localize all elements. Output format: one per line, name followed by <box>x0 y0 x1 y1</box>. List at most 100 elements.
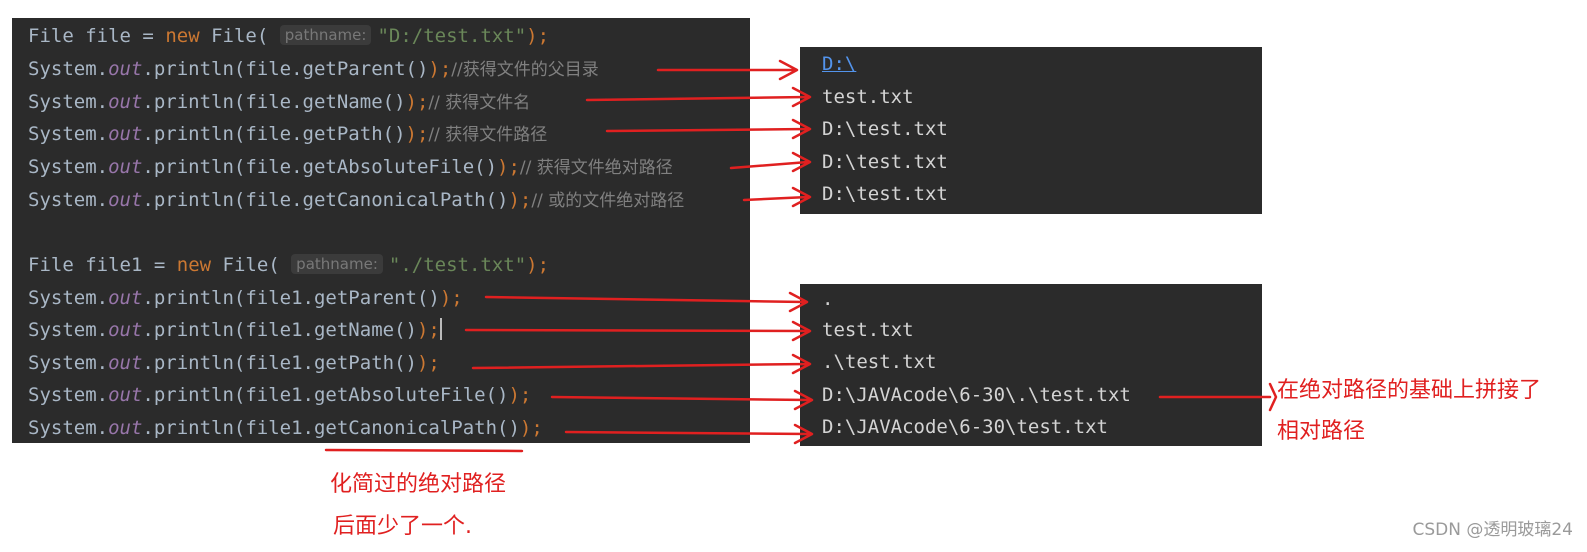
code-comment: // 获得文件绝对路径 <box>519 158 673 178</box>
out-field: out <box>108 91 143 113</box>
method-call: file1.getName() <box>245 319 417 341</box>
constructor-call: File( <box>199 25 269 47</box>
output-line-path: D:\test.txt <box>822 118 948 140</box>
output-line-absolute: D:\test.txt <box>822 151 948 173</box>
output-line-absolute: D:\JAVAcode\6-30\.\test.txt <box>822 384 1131 406</box>
statement-end: ); <box>508 189 532 211</box>
variable-name: file <box>85 25 131 47</box>
println-call: .println( <box>142 384 246 406</box>
code-comment: //获得文件的父目录 <box>451 60 599 80</box>
output-line-canonical: D:\test.txt <box>822 183 948 205</box>
system-class: System. <box>28 156 109 178</box>
type-name: File <box>28 254 74 276</box>
output-line-path: .\test.txt <box>822 351 937 373</box>
code-line-file1-getpath: System.out.println(file1.getPath()); <box>28 351 440 375</box>
statement-end: ); <box>526 25 550 47</box>
out-field: out <box>108 384 143 406</box>
out-field: out <box>108 123 143 145</box>
method-call: file.getName() <box>245 91 406 113</box>
output-line-parent: . <box>822 288 834 310</box>
output-line-canonical: D:\JAVAcode\6-30\test.txt <box>822 416 1108 438</box>
arrow-getpath <box>605 118 812 140</box>
statement-end: ); <box>497 156 520 178</box>
annotation-absolute-line2: 相对路径 <box>1277 419 1366 444</box>
system-class: System. <box>28 91 109 113</box>
type-name: File <box>28 25 74 47</box>
out-field: out <box>108 156 143 178</box>
system-class: System. <box>28 189 109 211</box>
code-line-getname: System.out.println(file.getName());// 获得… <box>28 90 530 115</box>
code-line-file1-getname: System.out.println(file1.getName()); <box>28 318 442 342</box>
assign-op: = <box>130 25 166 47</box>
arrow-file1-getparent <box>484 291 809 313</box>
string-literal: "D:/test.txt" <box>377 25 527 47</box>
println-call: .println( <box>142 189 246 211</box>
statement-end: ); <box>416 352 440 374</box>
method-call: file1.getParent() <box>245 287 440 309</box>
statement-end: ); <box>405 123 429 145</box>
method-call: file.getAbsoluteFile() <box>245 156 498 178</box>
system-class: System. <box>28 319 109 341</box>
println-call: .println( <box>142 417 246 439</box>
statement-end: ); <box>428 58 452 80</box>
arrow-getcanonicalpath <box>742 186 812 208</box>
system-class: System. <box>28 58 109 80</box>
code-line-getcanonicalpath: System.out.println(file.getCanonicalPath… <box>28 188 684 213</box>
annotation-canonical-line1: 化简过的绝对路径 <box>330 472 507 497</box>
arrow-file1-getcanonicalpath <box>564 423 814 445</box>
code-line-file1-getparent: System.out.println(file1.getParent()); <box>28 286 463 310</box>
system-class: System. <box>28 352 109 374</box>
code-editor-panel: File file = new File( pathname:"D:/test.… <box>12 18 750 443</box>
arrow-getabsolutefile <box>729 151 812 173</box>
println-call: .println( <box>142 58 246 80</box>
system-class: System. <box>28 123 109 145</box>
method-call: file.getPath() <box>245 123 406 145</box>
code-line-getparent: System.out.println(file.getParent());//获… <box>28 57 599 82</box>
out-field: out <box>108 319 143 341</box>
println-call: .println( <box>142 123 246 145</box>
annotation-absolute-line1: 在绝对路径的基础上拼接了 <box>1277 378 1542 403</box>
code-comment: // 或的文件绝对路径 <box>531 191 685 211</box>
code-line-file1-getcanonicalpath: System.out.println(file1.getCanonicalPat… <box>28 416 543 440</box>
method-call: file.getCanonicalPath() <box>245 189 509 211</box>
system-class: System. <box>28 287 109 309</box>
system-class: System. <box>28 417 109 439</box>
code-line-getpath: System.out.println(file.getPath());// 获得… <box>28 122 547 147</box>
assign-op: = <box>142 254 177 276</box>
statement-end: ); <box>416 319 440 341</box>
arrow-file1-getpath <box>471 353 812 375</box>
parameter-hint: pathname: <box>291 254 383 274</box>
parameter-hint: pathname: <box>279 25 372 45</box>
code-comment: // 获得文件路径 <box>428 125 548 145</box>
arrow-getparent <box>656 59 799 81</box>
code-line-file1-getabsolutefile: System.out.println(file1.getAbsoluteFile… <box>28 383 531 407</box>
annotation-canonical-line2: 后面少了一个. <box>333 514 472 539</box>
arrow-file1-getname <box>464 320 812 342</box>
output-line-parent-link[interactable]: D:\ <box>822 53 857 75</box>
string-literal: "./test.txt" <box>388 254 527 276</box>
new-keyword: new <box>176 254 212 276</box>
console-output-panel-1: D:\ test.txt D:\test.txt D:\test.txt D:\… <box>800 47 1262 214</box>
statement-end: ); <box>508 384 532 406</box>
code-line-getabsolutefile: System.out.println(file.getAbsoluteFile(… <box>28 155 673 180</box>
watermark: CSDN @透明玻璃24 <box>1412 520 1573 540</box>
out-field: out <box>108 287 143 309</box>
println-call: .println( <box>142 352 246 374</box>
new-keyword: new <box>165 25 200 47</box>
statement-end: ); <box>405 91 429 113</box>
println-call: .println( <box>142 91 246 113</box>
arrow-absolute-note <box>1158 382 1278 412</box>
canonical-underline <box>324 448 524 453</box>
statement-end: ); <box>526 254 550 276</box>
arrow-file1-getabsolutefile <box>550 389 814 411</box>
method-call: file1.getCanonicalPath() <box>245 417 520 439</box>
method-call: file.getParent() <box>245 58 429 80</box>
out-field: out <box>108 58 143 80</box>
output-line-name: test.txt <box>822 86 914 108</box>
console-output-panel-2: . test.txt .\test.txt D:\JAVAcode\6-30\.… <box>800 284 1262 446</box>
method-call: file1.getAbsoluteFile() <box>245 384 509 406</box>
method-call: file1.getPath() <box>245 352 417 374</box>
text-caret <box>439 318 442 340</box>
out-field: out <box>108 417 143 439</box>
